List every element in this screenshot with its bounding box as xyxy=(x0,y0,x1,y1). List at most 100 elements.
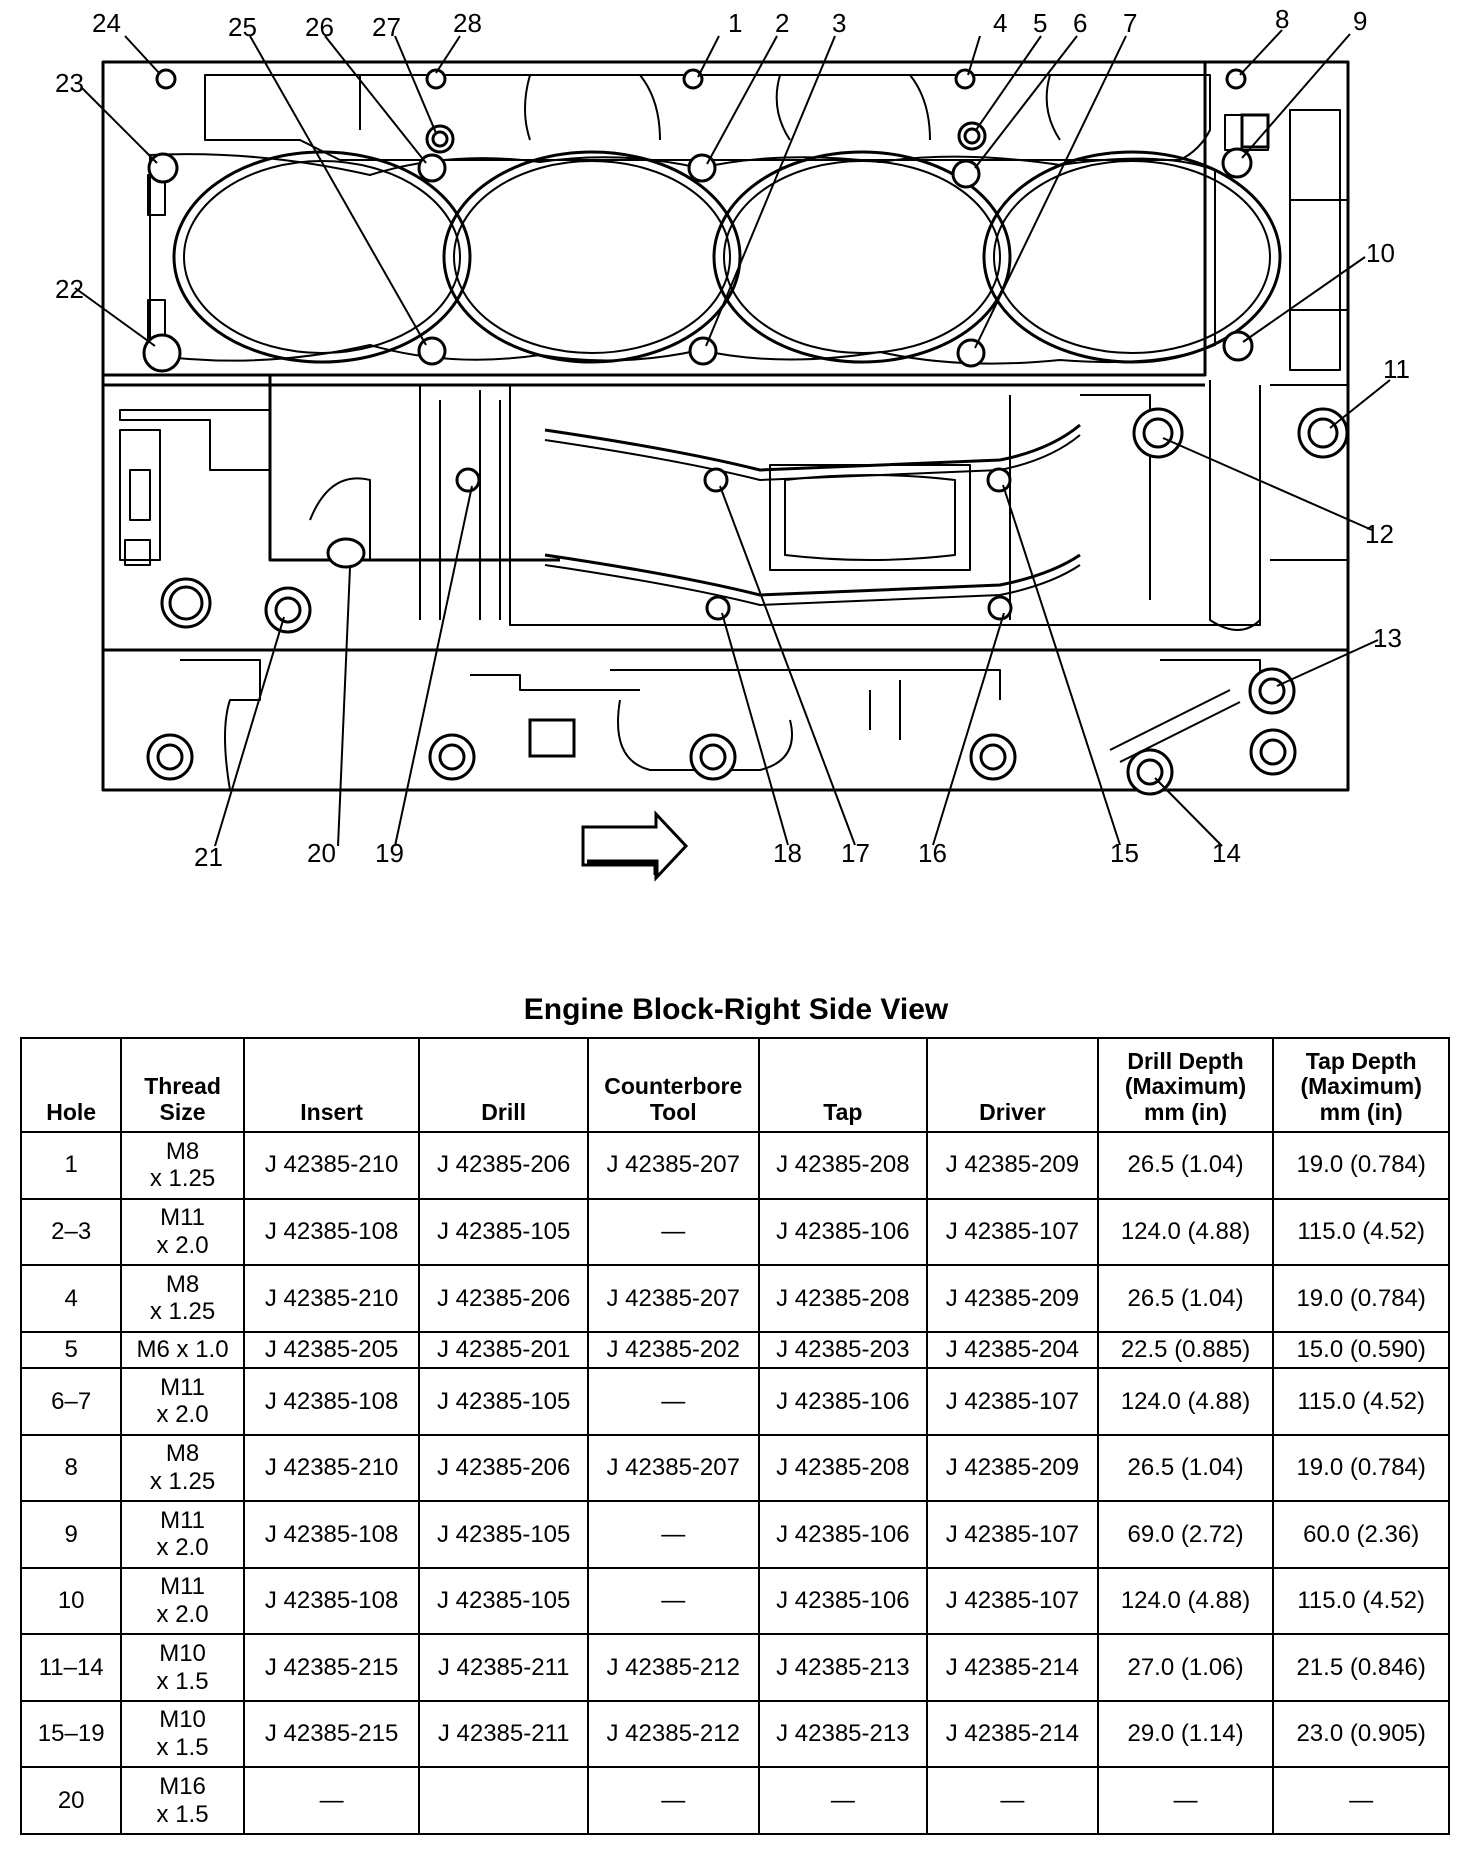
table-cell: — xyxy=(757,1766,929,1835)
callout-11: 11 xyxy=(1383,354,1410,384)
table-cell: J 42385-208 xyxy=(757,1131,929,1200)
table-cell: M11 x 2.0 xyxy=(120,1566,245,1636)
table-cell: 20 xyxy=(19,1766,123,1835)
table-cell: J 42385-108 xyxy=(242,1367,421,1436)
table-cell: J 42385-201 xyxy=(418,1330,589,1370)
table-cell: J 42385-108 xyxy=(242,1566,421,1636)
table-cell: J 42385-209 xyxy=(926,1131,1099,1200)
table-cell: J 42385-213 xyxy=(757,1633,929,1702)
block-outline xyxy=(101,60,1350,792)
table-cell: J 42385-208 xyxy=(757,1433,929,1503)
table-cell: 115.0 (4.52) xyxy=(1272,1197,1450,1267)
table-cell: J 42385-215 xyxy=(242,1699,421,1769)
callout-14: 14 xyxy=(1212,838,1241,868)
table-cell: 5 xyxy=(19,1330,123,1370)
table-cell: J 42385-207 xyxy=(586,1433,760,1503)
table-cell: J 42385-107 xyxy=(926,1197,1099,1267)
table-cell: M10 x 1.5 xyxy=(120,1633,245,1702)
callout-18: 18 xyxy=(773,838,802,868)
table-cell: — xyxy=(586,1500,760,1569)
table-cell: J 42385-209 xyxy=(926,1264,1099,1333)
table-cell: 115.0 (4.52) xyxy=(1272,1566,1450,1636)
callout-5: 5 xyxy=(1033,8,1047,38)
callout-labels: 1 2 3 4 5 6 7 8 9 10 11 12 13 14 15 16 1… xyxy=(55,4,1410,872)
table-cell: J 42385-214 xyxy=(926,1699,1099,1769)
cylinder-bore-3 xyxy=(712,150,1012,364)
table-cell: J 42385-106 xyxy=(757,1500,929,1569)
table-cell: J 42385-212 xyxy=(586,1633,760,1702)
cylinder-bore-2 xyxy=(442,150,742,364)
table-cell: J 42385-215 xyxy=(242,1633,421,1702)
table-cell: M8 x 1.25 xyxy=(120,1131,245,1200)
table-cell: J 42385-208 xyxy=(757,1264,929,1333)
table-cell: M11 x 2.0 xyxy=(120,1500,245,1569)
table-cell: J 42385-108 xyxy=(242,1197,421,1267)
table-cell: J 42385-105 xyxy=(418,1566,589,1636)
table-cell: 4 xyxy=(19,1264,123,1333)
table-cell: J 42385-209 xyxy=(926,1433,1099,1503)
table-cell: 22.5 (0.885) xyxy=(1096,1330,1275,1370)
table-cell: J 42385-108 xyxy=(242,1500,421,1569)
table-cell: J 42385-212 xyxy=(586,1699,760,1769)
table-cell: J 42385-107 xyxy=(926,1367,1099,1436)
table-cell: 6–7 xyxy=(19,1367,123,1436)
table-cell: J 42385-105 xyxy=(418,1500,589,1569)
column-header: Insert xyxy=(242,1037,421,1133)
callout-8: 8 xyxy=(1275,4,1289,34)
table-cell: J 42385-213 xyxy=(757,1699,929,1769)
table-cell: J 42385-210 xyxy=(242,1433,421,1503)
callout-13: 13 xyxy=(1373,623,1402,653)
table-cell: 21.5 (0.846) xyxy=(1272,1633,1450,1702)
column-header: Thread Size xyxy=(120,1037,245,1133)
table-cell: J 42385-206 xyxy=(418,1433,589,1503)
table-cell: 15.0 (0.590) xyxy=(1272,1330,1450,1370)
table-cell: J 42385-204 xyxy=(926,1330,1099,1370)
table-title: Engine Block-Right Side View xyxy=(523,993,949,1026)
callout-21: 21 xyxy=(194,842,223,872)
column-header: Counterbore Tool xyxy=(586,1037,760,1133)
table-cell: 19.0 (0.784) xyxy=(1272,1433,1450,1503)
table-cell: J 42385-203 xyxy=(757,1330,929,1370)
table-cell: J 42385-206 xyxy=(418,1131,589,1200)
table-cell: 124.0 (4.88) xyxy=(1096,1367,1275,1436)
table-cell: 27.0 (1.06) xyxy=(1096,1633,1275,1702)
callout-26: 26 xyxy=(305,12,334,42)
callout-19: 19 xyxy=(375,838,404,868)
table-cell: J 42385-214 xyxy=(926,1633,1099,1702)
table-cell: 2–3 xyxy=(19,1197,123,1267)
table-cell: M11 x 2.0 xyxy=(120,1197,245,1267)
direction-arrow-icon xyxy=(581,810,689,882)
table-cell: J 42385-211 xyxy=(418,1633,589,1702)
table-cell: M11 x 2.0 xyxy=(120,1367,245,1436)
table-cell: J 42385-207 xyxy=(586,1264,760,1333)
callout-22: 22 xyxy=(55,274,84,304)
table-cell: J 42385-106 xyxy=(757,1197,929,1267)
table-cell: 15–19 xyxy=(19,1699,123,1769)
table-cell: M8 x 1.25 xyxy=(120,1264,245,1333)
column-header: Hole xyxy=(19,1037,123,1133)
table-cell: — xyxy=(586,1766,760,1835)
table-cell: — xyxy=(586,1566,760,1636)
callout-24: 24 xyxy=(92,8,121,38)
table-cell: J 42385-210 xyxy=(242,1264,421,1333)
callout-7: 7 xyxy=(1123,8,1137,38)
engine-block-diagram: 1 2 3 4 5 6 7 8 9 10 11 12 13 14 15 16 1… xyxy=(55,4,1410,882)
callout-9: 9 xyxy=(1353,6,1367,36)
table-cell: J 42385-206 xyxy=(418,1264,589,1333)
table-cell: M6 x 1.0 xyxy=(120,1330,245,1370)
table-cell: J 42385-205 xyxy=(242,1330,421,1370)
column-header: Tap Depth (Maximum) mm (in) xyxy=(1272,1037,1450,1133)
callout-25: 25 xyxy=(228,12,257,42)
callout-2: 2 xyxy=(775,8,789,38)
table-cell: 10 xyxy=(19,1566,123,1636)
table-cell: 124.0 (4.88) xyxy=(1096,1566,1275,1636)
table-cell: J 42385-105 xyxy=(418,1197,589,1267)
table-cell: 19.0 (0.784) xyxy=(1272,1264,1450,1333)
table-cell: 60.0 (2.36) xyxy=(1272,1500,1450,1569)
